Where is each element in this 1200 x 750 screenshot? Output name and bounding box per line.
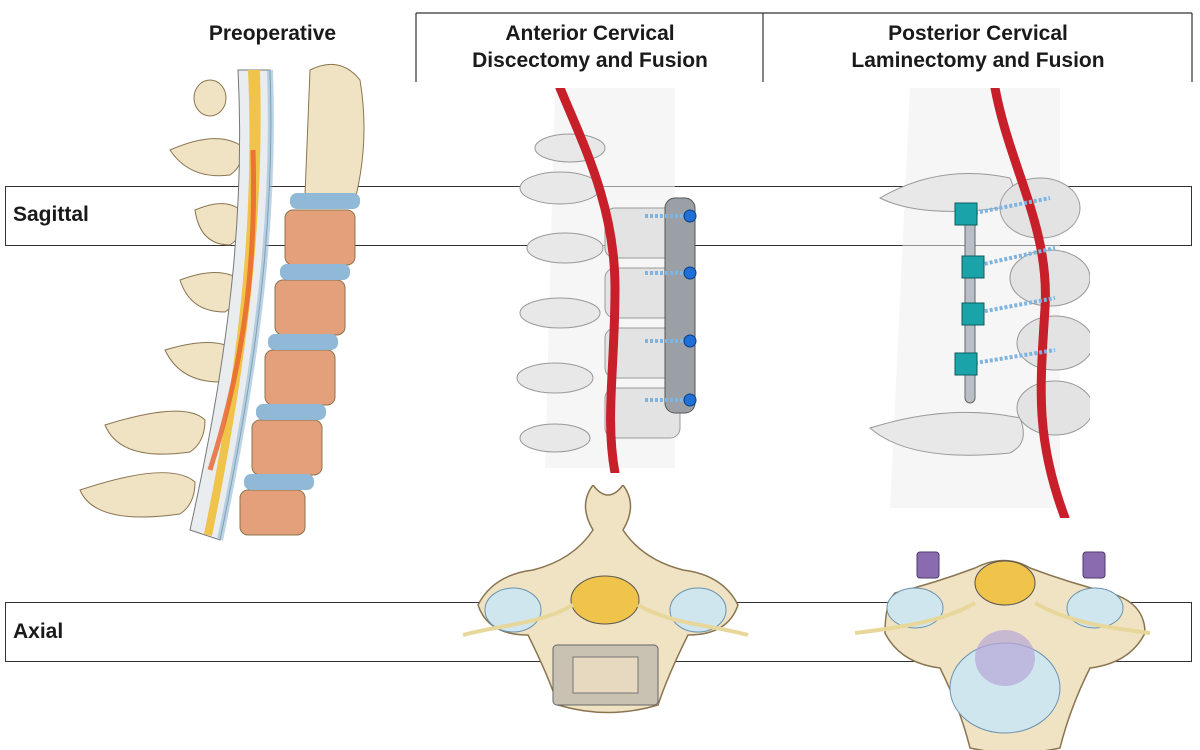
row-label-sagittal: Sagittal	[13, 203, 89, 226]
column-header-pclf: Posterior Cervical Laminectomy and Fusio…	[851, 22, 1105, 72]
vertebral-bodies	[239, 63, 365, 536]
spinous-processes	[79, 79, 246, 518]
anterior-plate	[645, 197, 697, 414]
spinal-canal	[189, 69, 274, 541]
acdf-axial-illustration	[462, 485, 749, 714]
pclf-axial-illustration	[855, 551, 1150, 750]
vertebral-artery	[990, 88, 1070, 518]
column-header-preoperative: Preoperative	[208, 22, 337, 45]
cervical-vertebrae	[516, 88, 681, 468]
vertebral-artery	[555, 88, 620, 473]
plate-screws	[683, 209, 697, 407]
spinal-cord	[974, 560, 1036, 606]
intervertebral-discs	[244, 193, 360, 490]
acdf-sagittal-illustration	[516, 88, 697, 473]
lateral-mass-screws	[954, 196, 1056, 376]
nerve-roots	[855, 601, 1150, 635]
right-facet	[1066, 587, 1124, 629]
lateral-mass-clamps	[916, 551, 1106, 579]
row-label-axial: Axial	[13, 620, 64, 643]
pclf-sagittal-illustration	[868, 88, 1090, 518]
nerve-roots	[462, 603, 749, 637]
decompressed-canal	[975, 630, 1035, 686]
cervical-vertebrae	[868, 88, 1090, 508]
spinal-cord	[570, 575, 640, 625]
preoperative-sagittal-illustration	[79, 63, 365, 541]
left-facet	[886, 587, 944, 629]
column-header-acdf: Anterior Cervical Discectomy and Fusion	[472, 22, 708, 72]
